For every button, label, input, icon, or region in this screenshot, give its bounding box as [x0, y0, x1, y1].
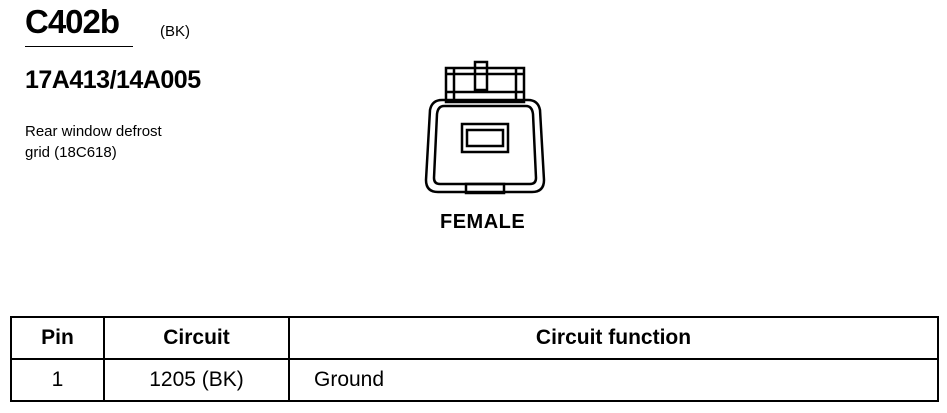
- cell-pin: 1: [10, 358, 105, 402]
- table-header-row: Pin Circuit Circuit function: [10, 316, 939, 360]
- connector-id: C402b: [25, 3, 120, 40]
- locking-tab: [444, 60, 526, 104]
- part-number: 17A413/14A005: [25, 66, 201, 94]
- connector-description: Rear window defrost grid (18C618): [25, 121, 225, 163]
- pin-table: Pin Circuit Circuit function 1 1205 (BK)…: [10, 316, 939, 402]
- pin-cavity: [460, 122, 510, 154]
- cell-circuit-function: Ground: [288, 358, 939, 402]
- bottom-key: [464, 182, 506, 195]
- header-pin: Pin: [10, 316, 105, 360]
- table-row: 1 1205 (BK) Ground: [10, 358, 939, 402]
- description-line-1: Rear window defrost: [25, 123, 162, 140]
- connector-id-underline: [25, 46, 133, 47]
- cell-circuit: 1205 (BK): [103, 358, 290, 402]
- connector-body: [424, 98, 546, 194]
- connector-color: (BK): [160, 23, 190, 40]
- description-line-2: grid (18C618): [25, 144, 117, 161]
- connector-face-drawing: [424, 60, 546, 195]
- connector-gender-label: FEMALE: [440, 211, 526, 233]
- header-circuit-function: Circuit function: [288, 316, 939, 360]
- header-circuit: Circuit: [103, 316, 290, 360]
